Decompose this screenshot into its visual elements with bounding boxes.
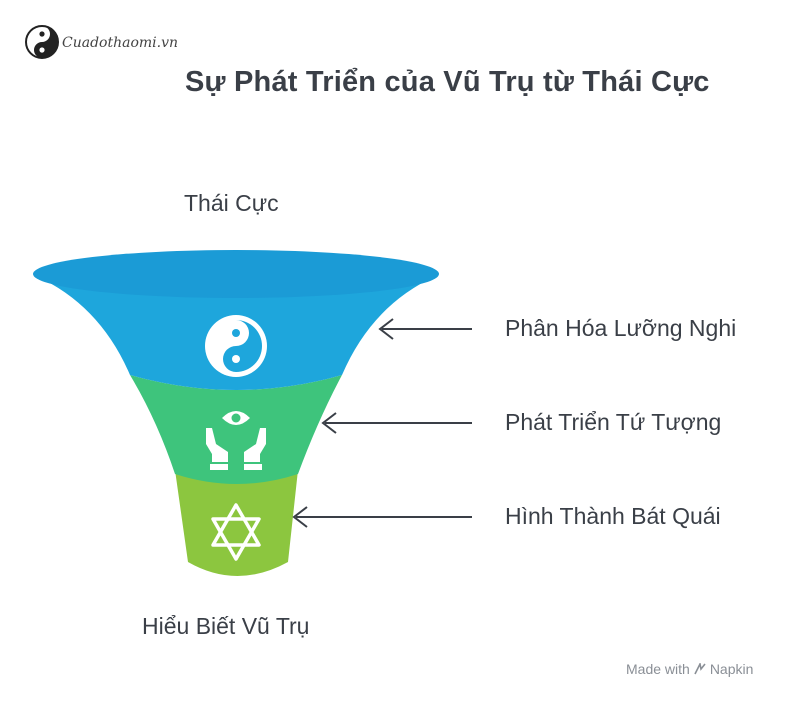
made-with-text: Made with (626, 661, 690, 677)
hands-eye-icon (206, 411, 266, 470)
funnel-top-label: Thái Cực (184, 190, 279, 216)
arrow-stage-2 (321, 412, 472, 434)
yin-yang-icon (205, 315, 267, 377)
stage-label-1: Phân Hóa Lưỡng Nghi (505, 315, 737, 341)
arrow-stage-1 (378, 318, 472, 340)
napkin-logo-icon (694, 663, 706, 675)
funnel-segment-2 (130, 375, 342, 484)
star-of-david-icon (211, 503, 261, 561)
funnel-bottom-label: Hiểu Biết Vũ Trụ (142, 613, 310, 639)
funnel-segment-3 (175, 470, 298, 576)
stage-label-2: Phát Triển Tứ Tượng (505, 409, 722, 435)
made-with-napkin-credit: Made with Napkin (626, 661, 753, 677)
funnel-rim (33, 250, 439, 298)
arrow-stage-3 (292, 506, 472, 528)
yin-yang-logo-icon (25, 25, 59, 59)
stage-label-3: Hình Thành Bát Quái (505, 503, 721, 529)
napkin-brand-text: Napkin (709, 661, 754, 677)
page-title: Sự Phát Triển của Vũ Trụ từ Thái Cực (185, 66, 710, 98)
logo-text: Cuadothaomi.vn (62, 35, 178, 51)
site-logo: Cuadothaomi.vn (25, 25, 178, 59)
